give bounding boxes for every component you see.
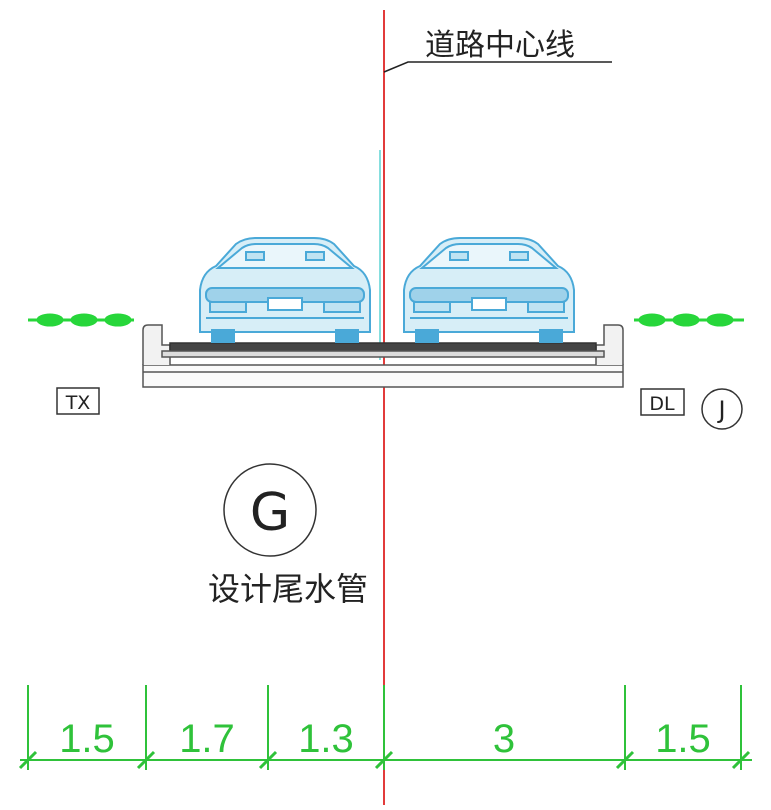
dimension-label-1: 1.5 [59, 717, 115, 761]
centerline-label: 道路中心线 [425, 28, 575, 63]
greenery-right [634, 313, 744, 327]
dimension-label-2: 1.7 [179, 717, 235, 761]
g-marker: G [223, 463, 317, 557]
dimension-label-4: 3 [493, 717, 515, 761]
tx-label-box: TX [56, 387, 100, 415]
centerline-leader [383, 61, 612, 73]
vehicle-right [403, 237, 575, 343]
g-label: G [250, 483, 290, 543]
dimension-label-5: 1.5 [655, 717, 711, 761]
tx-label: TX [65, 392, 91, 414]
dl-label-box: DL [640, 388, 685, 416]
dl-label: DL [649, 393, 675, 415]
dimension-label-3: 1.3 [298, 717, 354, 761]
road-slab [142, 324, 624, 388]
dimension-line [18, 685, 752, 770]
j-label: J [716, 396, 725, 424]
pipe-label: 设计尾水管 [208, 570, 368, 608]
j-marker: J [701, 388, 743, 430]
vehicle-left [199, 237, 371, 343]
greenery-left [28, 313, 134, 327]
road-centerline [379, 10, 385, 805]
